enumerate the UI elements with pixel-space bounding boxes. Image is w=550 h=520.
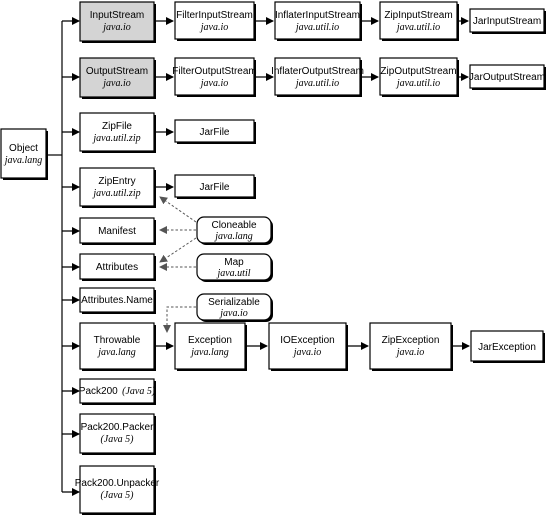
node-object-package: java.lang — [3, 155, 43, 166]
node-attributes-name-label: Attributes.Name — [81, 295, 153, 306]
node-serializable-name: Serializable — [208, 297, 260, 308]
node-inflaterinputstream: InflaterInputStream java.util.io — [274, 1, 362, 41]
node-zipexception-package: java.io — [395, 347, 425, 358]
node-pack200-name: Pack200 — [79, 386, 118, 397]
node-jarinputstream-name: JarInputStream — [473, 16, 541, 27]
node-zipinputstream: ZipInputStream java.util.io — [379, 1, 459, 41]
node-filterinputstream-package: java.io — [199, 22, 229, 33]
node-exception-package: java.lang — [189, 347, 229, 358]
node-inflateroutputstream-package: java.util.io — [294, 78, 339, 89]
node-jarfile-name: JarFile — [199, 127, 229, 138]
node-zipexception-name: ZipException — [382, 335, 440, 346]
node-attributes-name: Attributes.Name — [79, 287, 156, 314]
node-inputstream-package: java.io — [101, 22, 131, 33]
node-filterinputstream-name: FilterInputStream — [176, 10, 253, 21]
node-inflateroutputstream-name: InflaterOutputStream — [271, 66, 364, 77]
node-pack200-unpacker-name: Pack200.Unpacker — [75, 478, 160, 489]
node-map-name: Map — [224, 257, 244, 268]
node-pack200-packer-name: Pack200.Packer — [81, 422, 154, 433]
inheritance-edges — [46, 17, 470, 496]
node-ioexception-name: IOException — [280, 335, 334, 346]
node-throwable-name: Throwable — [94, 335, 141, 346]
node-object-name: Object — [9, 143, 38, 154]
node-jarinputstream: JarInputStream — [469, 8, 546, 34]
node-attributes-name: Attributes — [96, 262, 138, 273]
node-exception: Exception java.lang — [174, 322, 247, 371]
node-manifest: Manifest — [79, 217, 156, 245]
node-jarexception: JarException — [470, 330, 545, 363]
edge-cloneable-zipentry — [159, 196, 197, 223]
edge-cloneable-attributes — [159, 237, 197, 263]
node-jarentry: JarFile — [174, 174, 256, 199]
node-inflaterinputstream-name: InflaterInputStream — [275, 10, 360, 21]
node-filterinputstream: FilterInputStream java.io — [174, 1, 256, 41]
node-inflaterinputstream-package: java.util.io — [294, 22, 339, 33]
node-pack200-label: Pack200 (Java 5) — [79, 381, 156, 398]
node-map: Map java.util — [196, 253, 273, 282]
node-outputstream-package: java.io — [101, 78, 131, 89]
node-zipfile-name: ZipFile — [102, 121, 132, 132]
node-zipinputstream-name: ZipInputStream — [384, 10, 452, 21]
node-ioexception-package: java.io — [292, 347, 322, 358]
node-pack200-version: (Java 5) — [122, 386, 156, 397]
node-inputstream: InputStream java.io — [79, 1, 156, 43]
node-map-package: java.util — [215, 268, 250, 279]
node-pack200-packer: Pack200.Packer (Java 5) — [79, 413, 156, 455]
node-jarfile: JarFile — [174, 119, 256, 144]
node-outputstream-name: OutputStream — [86, 66, 148, 77]
node-cloneable-package: java.lang — [213, 231, 253, 242]
node-cloneable-name: Cloneable — [211, 220, 256, 231]
node-jarexception-name: JarException — [478, 342, 536, 353]
node-pack200-unpacker-version: (Java 5) — [100, 490, 134, 501]
node-object: Object java.lang — [0, 128, 48, 180]
node-pack200: Pack200 (Java 5) — [79, 378, 156, 405]
node-inputstream-name: InputStream — [90, 10, 144, 21]
node-zipfile-package: java.util.zip — [91, 133, 140, 144]
node-zipexception: ZipException java.io — [369, 322, 453, 371]
edge-serializable-throwable — [163, 306, 196, 333]
node-jaroutputstream-name: JarOutputStream — [469, 72, 545, 83]
node-attributes: Attributes — [79, 253, 156, 281]
node-ioexception: IOException java.io — [268, 322, 348, 371]
node-filteroutputstream-name: FilterOutputStream — [172, 66, 256, 77]
node-zipoutputstream: ZipOutputStream java.util.io — [379, 57, 459, 97]
node-throwable-package: java.lang — [96, 347, 136, 358]
node-cloneable: Cloneable java.lang — [196, 216, 273, 245]
node-zipentry-package: java.util.zip — [91, 188, 140, 199]
node-pack200-packer-version: (Java 5) — [100, 434, 134, 445]
node-serializable: Serializable java.io — [196, 293, 273, 322]
node-pack200-unpacker: Pack200.Unpacker (Java 5) — [75, 465, 160, 515]
node-zipoutputstream-package: java.util.io — [395, 78, 440, 89]
node-zipinputstream-package: java.util.io — [395, 22, 440, 33]
node-zipentry: ZipEntry java.util.zip — [79, 167, 156, 208]
node-filteroutputstream-package: java.io — [199, 78, 229, 89]
node-zipentry-name: ZipEntry — [98, 176, 135, 187]
node-manifest-name: Manifest — [98, 226, 136, 237]
node-serializable-package: java.io — [218, 308, 248, 319]
interface-edges — [159, 196, 197, 333]
node-zipfile: ZipFile java.util.zip — [79, 112, 156, 153]
node-jaroutputstream: JarOutputStream — [469, 64, 546, 90]
node-zipoutputstream-name: ZipOutputStream — [380, 66, 456, 77]
node-filteroutputstream: FilterOutputStream java.io — [172, 57, 257, 97]
node-jarentry-name: JarFile — [199, 182, 229, 193]
node-outputstream: OutputStream java.io — [79, 57, 156, 99]
node-throwable: Throwable java.lang — [79, 322, 156, 371]
node-exception-name: Exception — [188, 335, 232, 346]
node-inflateroutputstream: InflaterOutputStream java.util.io — [271, 57, 364, 97]
